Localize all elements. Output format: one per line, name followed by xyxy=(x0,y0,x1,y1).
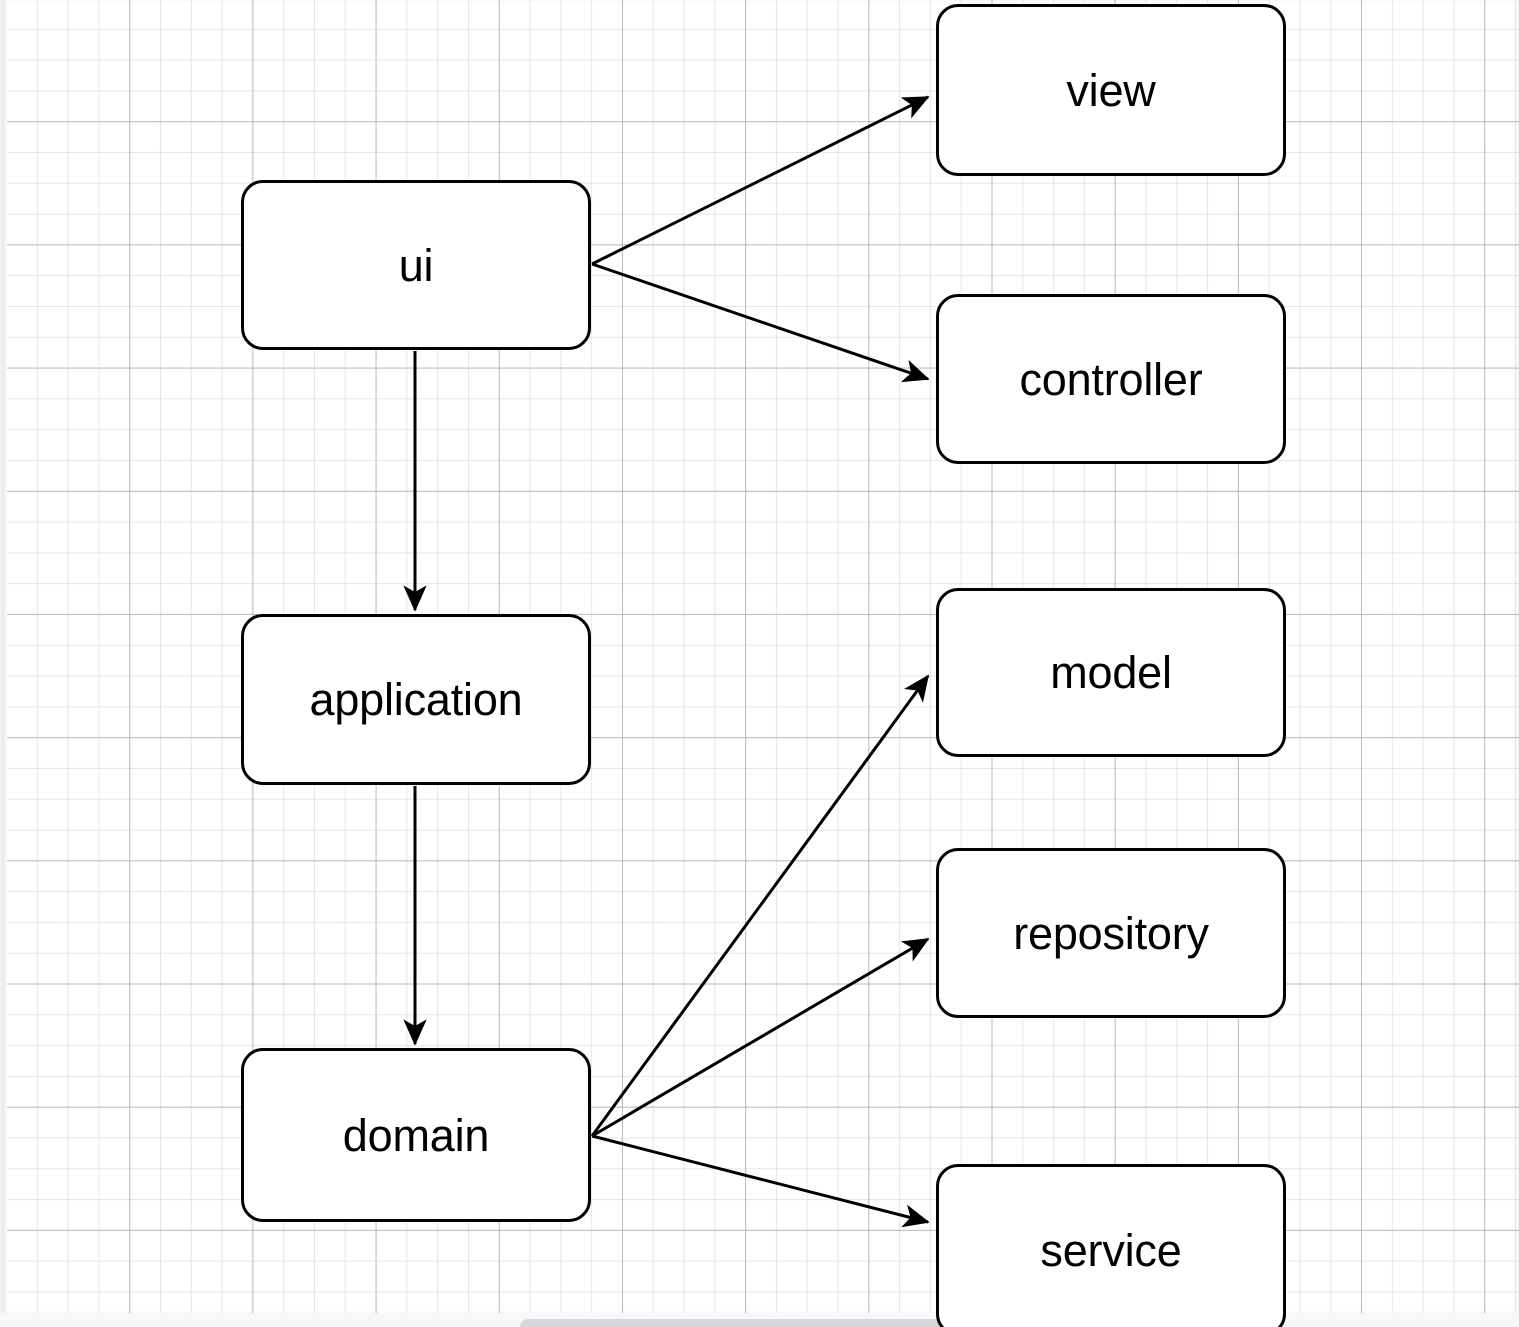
node-label-service: service xyxy=(1040,1224,1182,1276)
node-controller[interactable]: controller xyxy=(936,294,1286,464)
node-repository[interactable]: repository xyxy=(936,848,1286,1018)
node-ui[interactable]: ui xyxy=(241,180,591,350)
node-label-controller: controller xyxy=(1019,353,1203,405)
node-view[interactable]: view xyxy=(936,4,1286,176)
node-application[interactable]: application xyxy=(241,614,591,785)
node-label-model: model xyxy=(1050,647,1172,698)
edge-ui-view[interactable] xyxy=(591,95,930,266)
node-domain[interactable]: domain xyxy=(241,1048,591,1222)
node-model[interactable]: model xyxy=(936,588,1286,757)
node-service[interactable]: service xyxy=(936,1164,1286,1327)
node-label-repository: repository xyxy=(1013,907,1209,959)
edge-domain-repository[interactable] xyxy=(591,937,930,1138)
node-label-application: application xyxy=(309,674,523,725)
bottom-panel-handle[interactable] xyxy=(520,1319,1140,1327)
canvas-left-edge xyxy=(0,0,7,1313)
edge-domain-model[interactable] xyxy=(590,674,930,1137)
edge-domain-service[interactable] xyxy=(591,1134,930,1228)
node-label-ui: ui xyxy=(398,239,434,291)
node-label-domain: domain xyxy=(342,1109,490,1161)
node-label-view: view xyxy=(1066,64,1156,116)
edge-ui-controller[interactable] xyxy=(591,262,930,383)
